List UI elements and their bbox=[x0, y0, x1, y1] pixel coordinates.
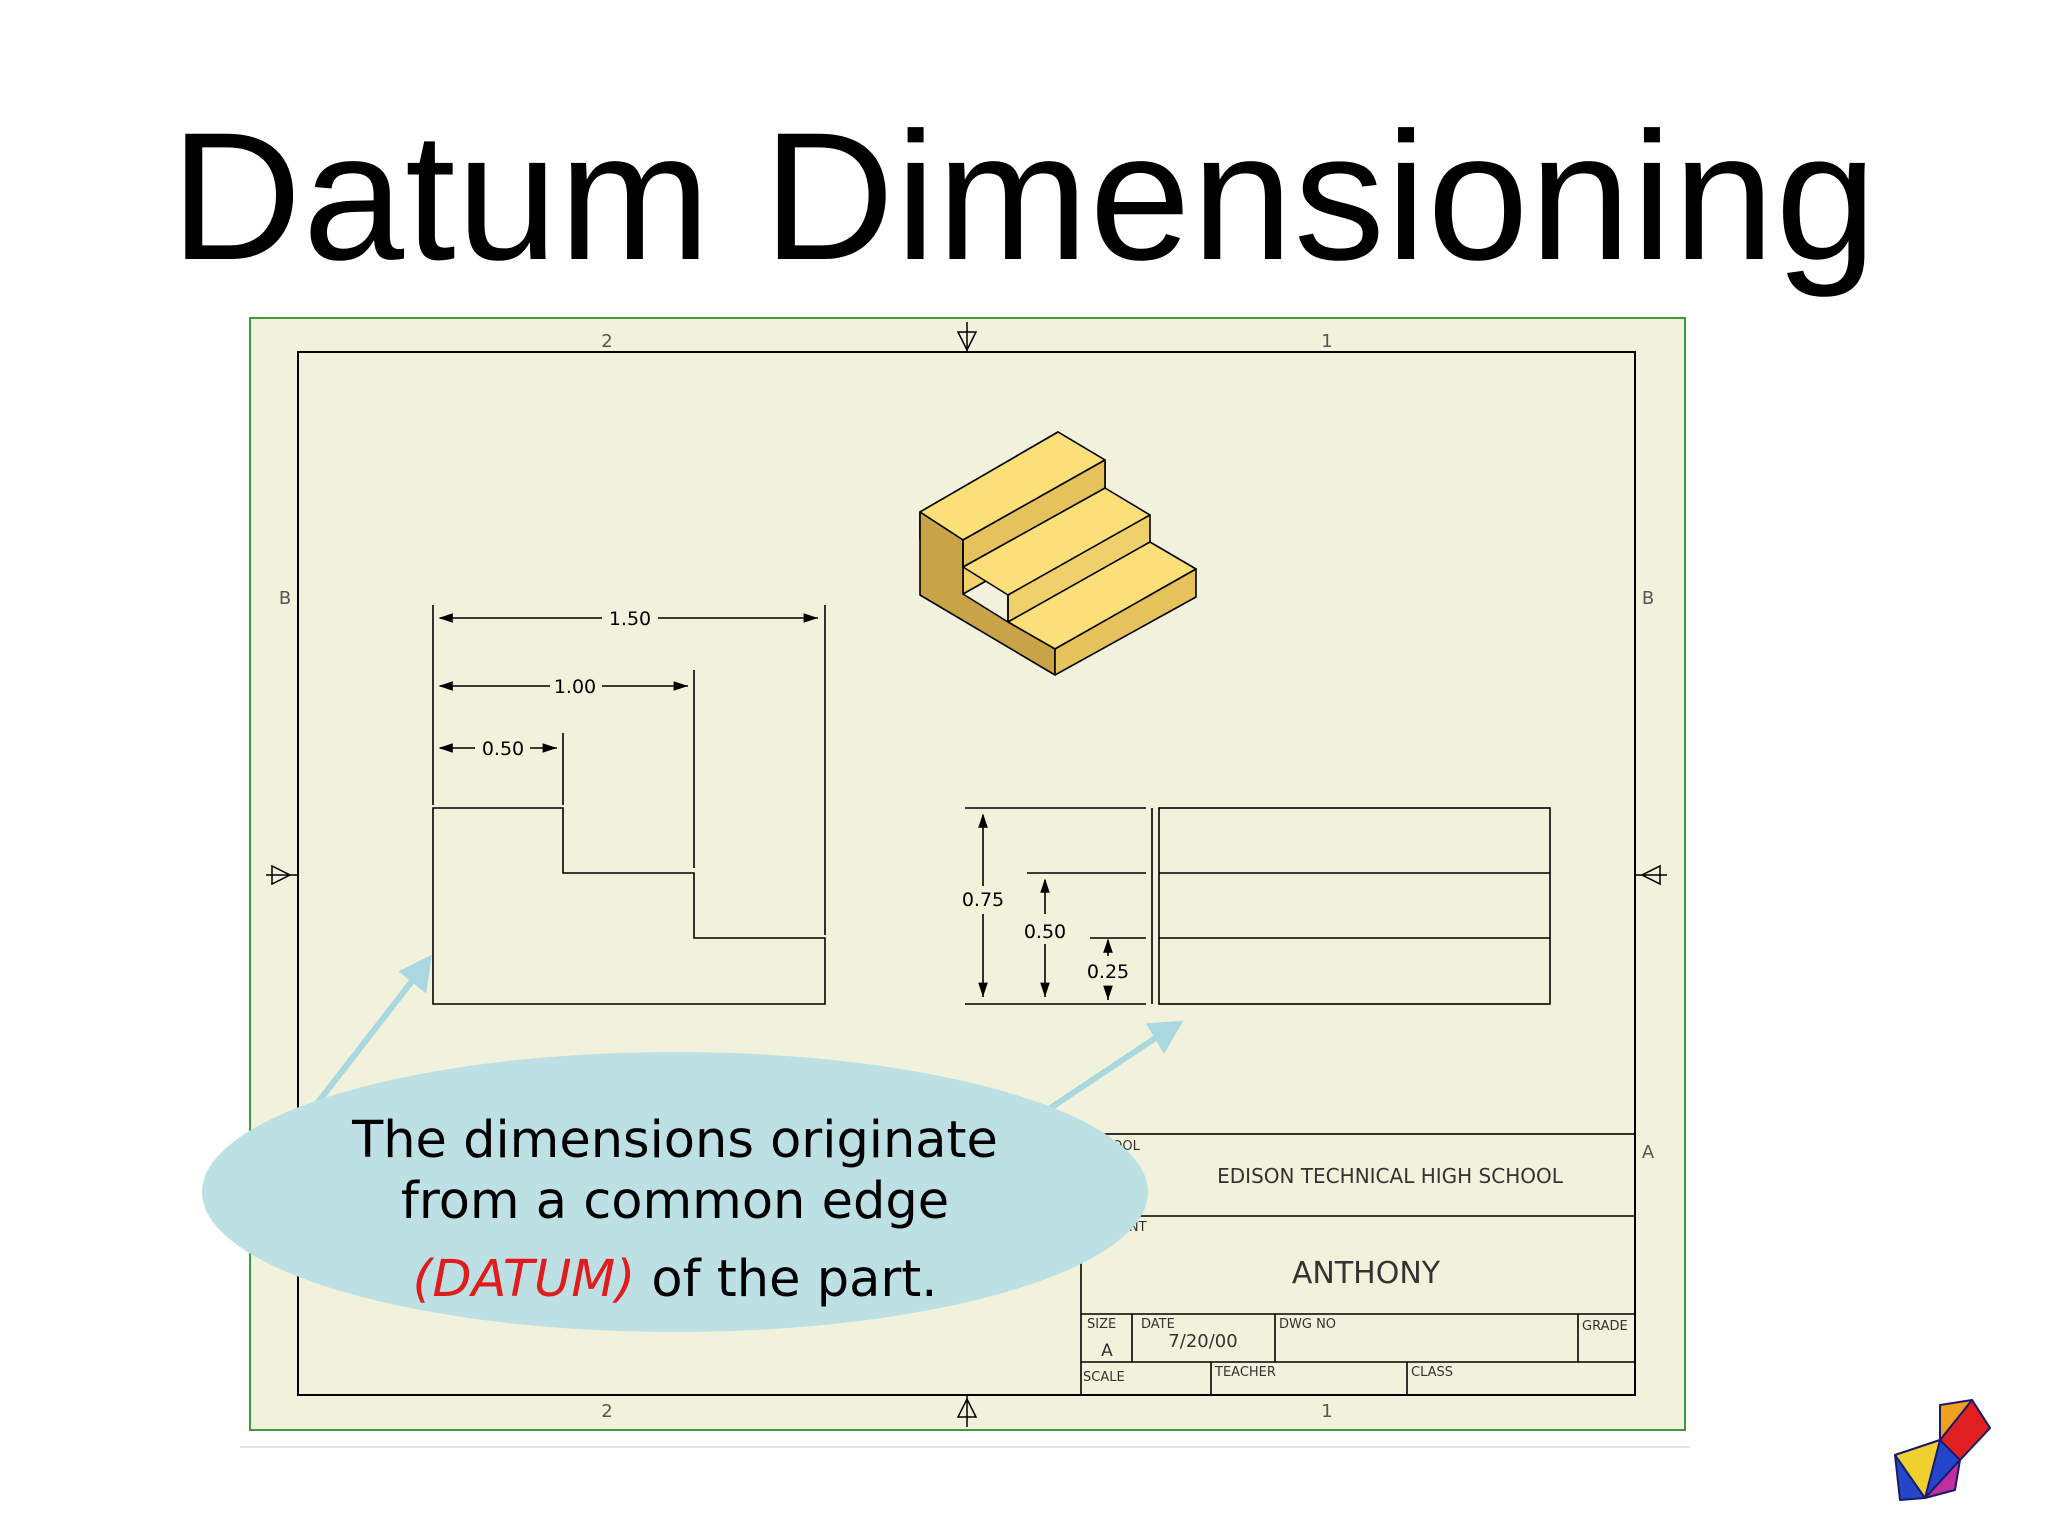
zone-label-top-1: 1 bbox=[1321, 331, 1332, 352]
teacher-label: TEACHER bbox=[1214, 1365, 1276, 1380]
zone-label-right-b: B bbox=[1642, 588, 1654, 609]
dim-0-75: 0.75 bbox=[962, 889, 1004, 911]
scale-label: SCALE bbox=[1083, 1370, 1125, 1385]
class-label: CLASS bbox=[1411, 1365, 1453, 1380]
zone-label-left-b: B bbox=[279, 588, 291, 609]
grade-label: GRADE bbox=[1582, 1319, 1628, 1334]
dim-0-50-horizontal: 0.50 bbox=[482, 738, 524, 760]
date-value: 7/20/00 bbox=[1168, 1331, 1237, 1352]
slide-title: Datum Dimensioning bbox=[170, 94, 1878, 298]
callout-line-1: The dimensions originate bbox=[351, 1111, 998, 1170]
dim-0-50-vertical: 0.50 bbox=[1024, 921, 1066, 943]
student-name: ANTHONY bbox=[1292, 1256, 1441, 1291]
date-label: DATE bbox=[1141, 1317, 1175, 1332]
callout-line-3: (DATUM) of the part. bbox=[412, 1250, 937, 1309]
dim-1-00: 1.00 bbox=[554, 676, 596, 698]
stair-block-isometric bbox=[919, 431, 1197, 676]
zone-label-top-2: 2 bbox=[601, 331, 612, 352]
front-view bbox=[432, 605, 826, 1005]
dim-0-25: 0.25 bbox=[1087, 961, 1129, 983]
side-view bbox=[965, 807, 1551, 1005]
callout-bubble bbox=[202, 1052, 1148, 1332]
callout-pointers bbox=[309, 954, 1184, 1118]
callout-line-2: from a common edge bbox=[401, 1172, 949, 1231]
school-name: EDISON TECHNICAL HIGH SCHOOL bbox=[1217, 1164, 1564, 1188]
dim-1-50: 1.50 bbox=[609, 608, 651, 630]
zone-label-bottom-1: 1 bbox=[1321, 1401, 1332, 1422]
size-value: A bbox=[1101, 1341, 1113, 1361]
navigation-arrow-logo-icon[interactable] bbox=[1894, 1399, 1991, 1501]
size-label: SIZE bbox=[1087, 1317, 1116, 1332]
zone-arrow-icon bbox=[266, 322, 1667, 1427]
zone-label-bottom-2: 2 bbox=[601, 1401, 612, 1422]
callout-line-3-rest: of the part. bbox=[635, 1250, 937, 1309]
zone-label-right-a: A bbox=[1642, 1142, 1655, 1163]
title-block bbox=[1080, 1133, 1636, 1396]
dwg-no-label: DWG NO bbox=[1279, 1317, 1336, 1332]
datum-word: (DATUM) bbox=[412, 1250, 635, 1309]
